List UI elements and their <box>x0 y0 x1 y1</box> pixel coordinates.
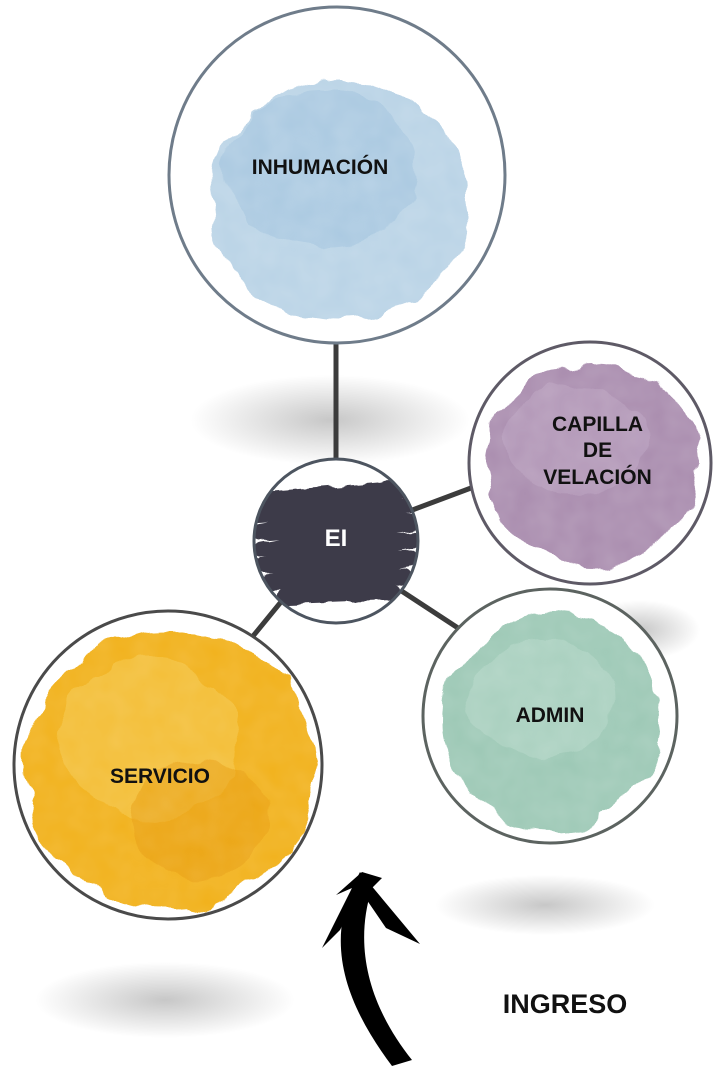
ingreso-label: INGRESO <box>502 989 628 1019</box>
node-capilla <box>467 340 713 586</box>
admin-label: ADMIN <box>515 704 585 727</box>
scribble-fill-ei <box>254 480 418 604</box>
shadow-admin <box>435 875 655 935</box>
connector-admin <box>397 587 461 631</box>
ei-label: EI <box>324 525 348 552</box>
inhumacion-label: INHUMACIÓN <box>251 156 389 179</box>
node-admin <box>421 587 679 845</box>
node-inhumacion <box>167 5 507 345</box>
servicio-label: SERVICIO <box>110 765 210 788</box>
node-ei <box>252 457 420 625</box>
shadow-servicio <box>35 962 295 1038</box>
node-servicio <box>12 609 324 921</box>
capilla-label: CAPILLA DE VELACIÓN <box>543 413 652 489</box>
curved-up-arrow-icon <box>322 872 420 1066</box>
connector-capilla <box>404 485 474 515</box>
shadow-inhumacion <box>190 375 470 465</box>
